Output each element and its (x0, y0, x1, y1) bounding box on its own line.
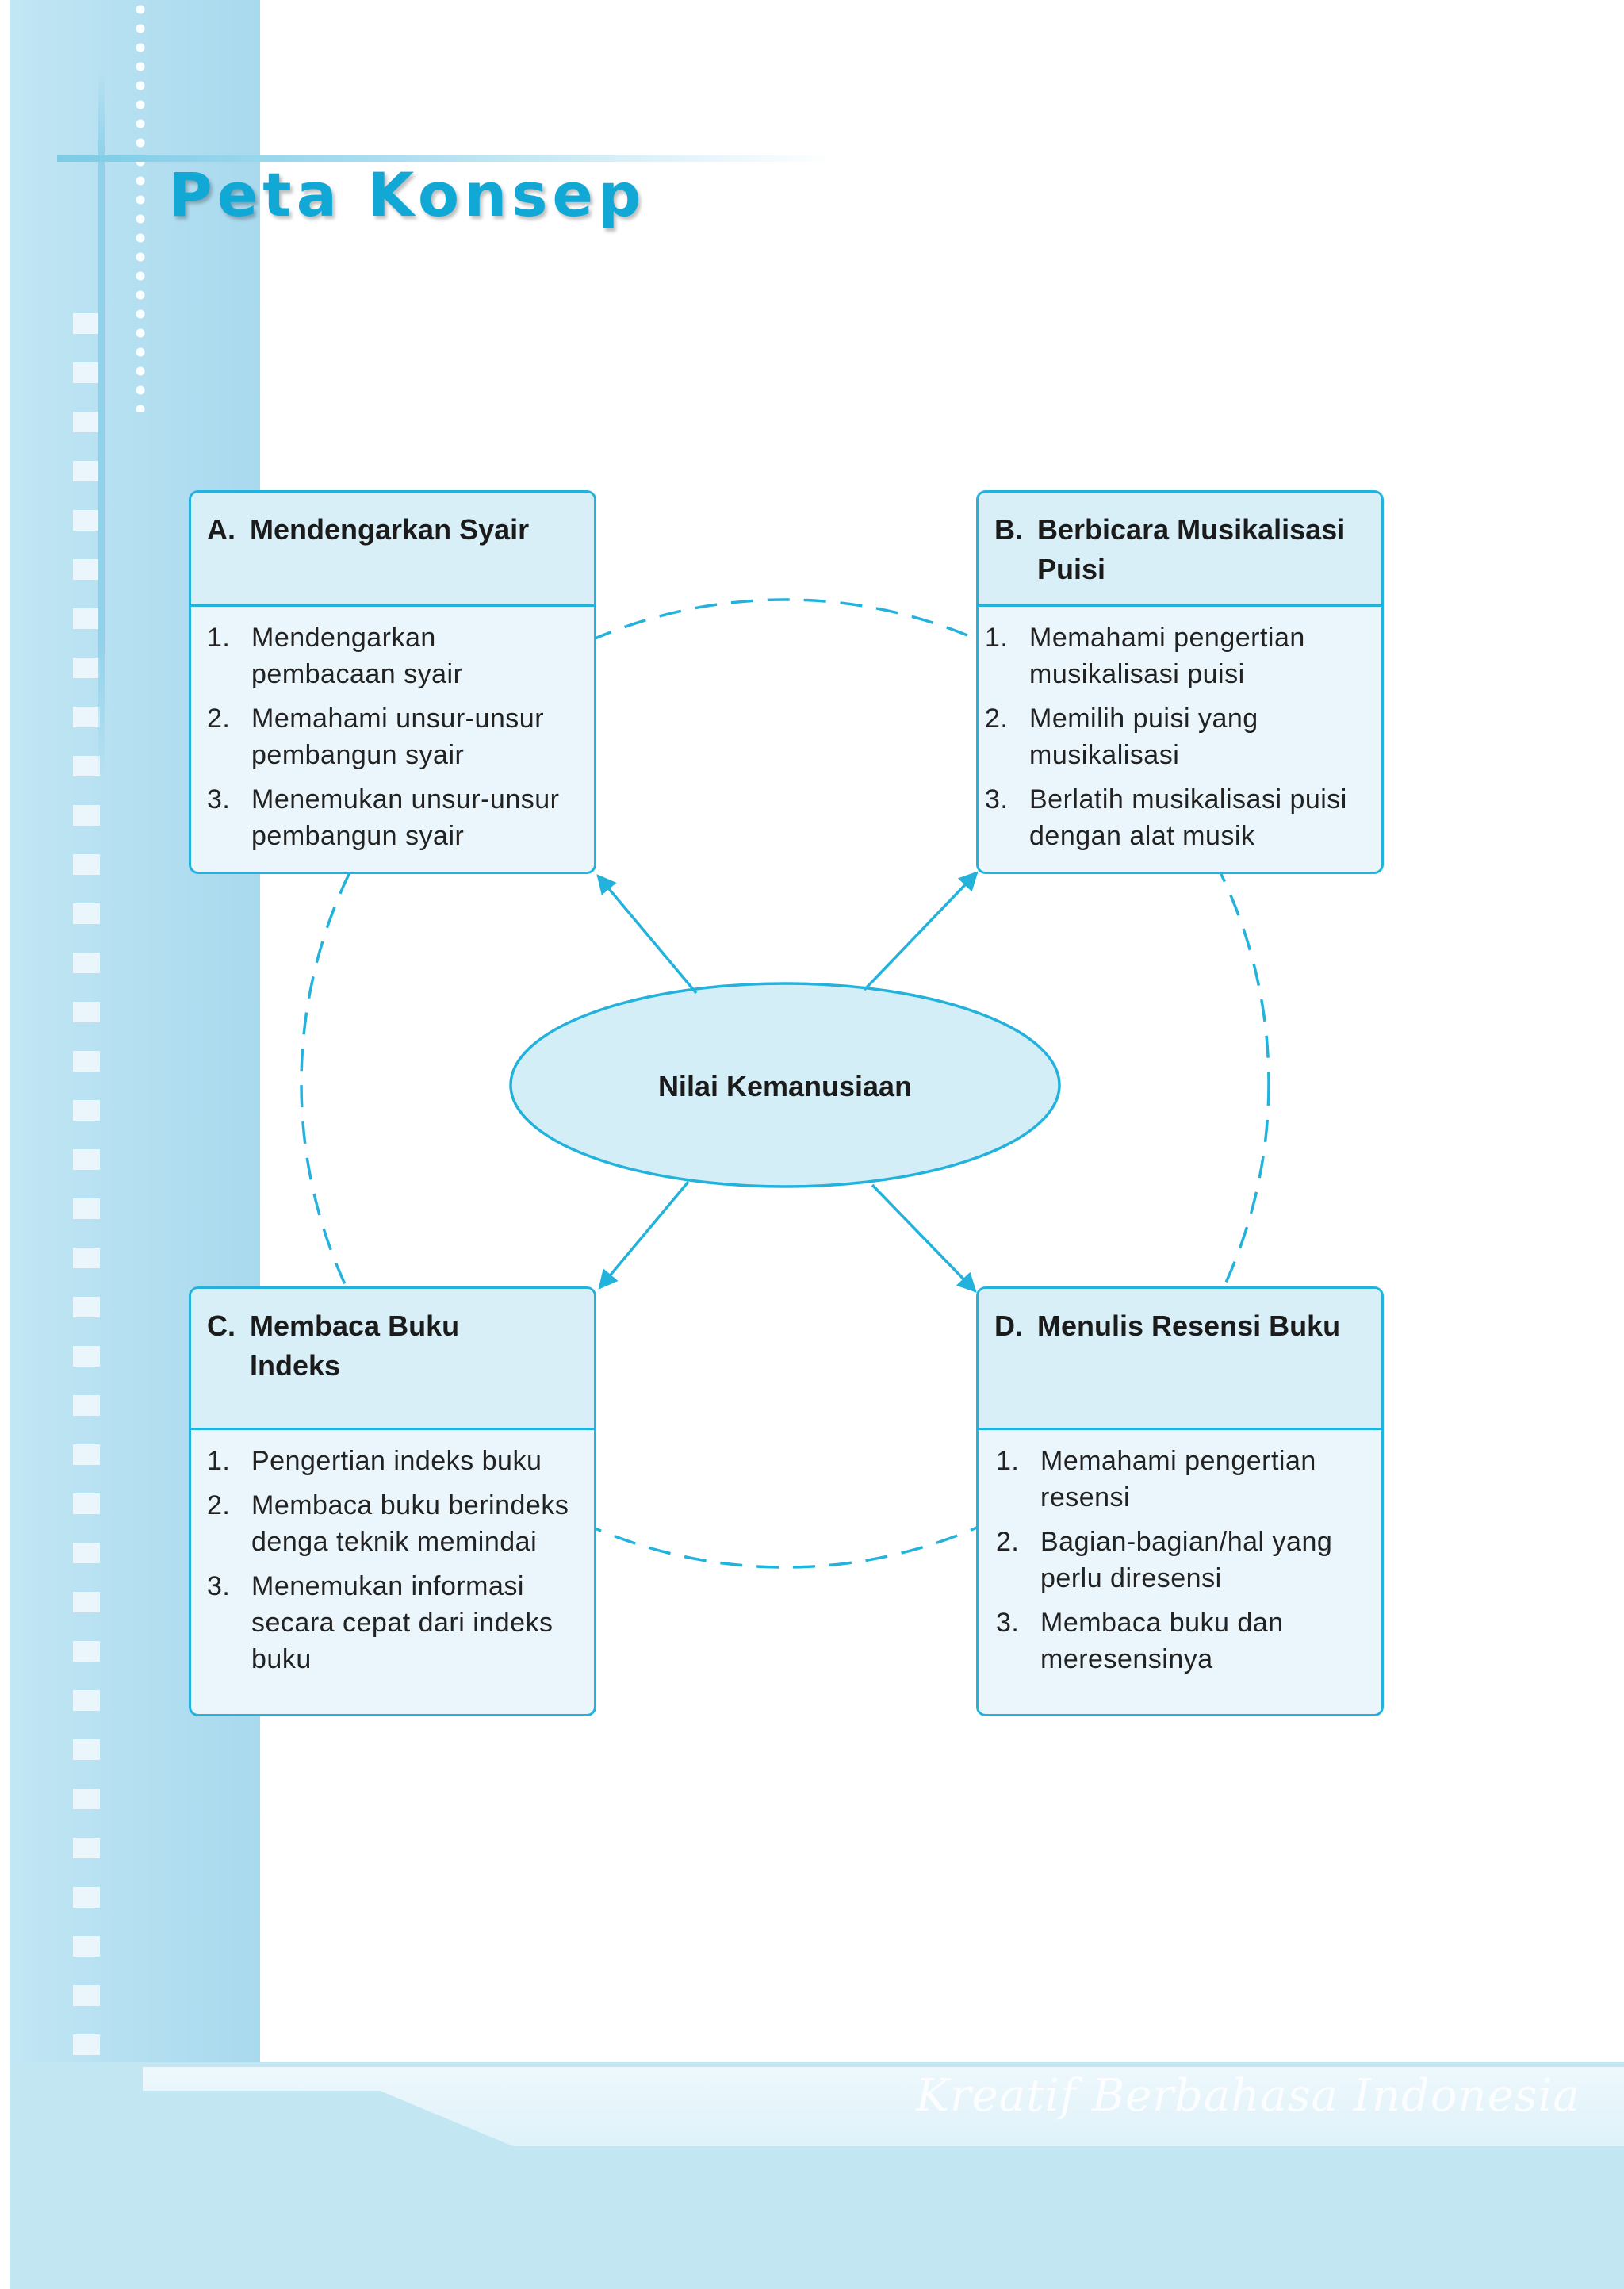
list-item: 3. Menemukan informasi secara cepat dari… (207, 1568, 586, 1677)
sidebar-dots (135, 0, 146, 412)
list-item: 2. Membaca buku berindeks denga teknik m… (207, 1487, 586, 1560)
center-node-label: Nilai Kemanusiaan (657, 1070, 913, 1102)
footer-book-title: Kreatif Berbahasa Indonesia (916, 2070, 1580, 2122)
arrow-to-box-c (598, 1180, 690, 1290)
item-number: 1. (207, 1446, 231, 1476)
list-item: 2. Memilih puisi yang musikalisasi (985, 700, 1373, 773)
list-item: 2. Memahami unsur-unsur pembangun syair (207, 700, 586, 773)
box-title: Membaca Buku Indeks (250, 1309, 460, 1382)
center-node-shape (509, 982, 1061, 1188)
item-text: Membaca buku berindeks denga teknik memi… (251, 1490, 569, 1557)
item-text: Menemukan informasi secara cepat dari in… (251, 1571, 553, 1674)
item-text: Memilih puisi yang musikalisasi (1029, 704, 1258, 770)
item-number: 3. (207, 1571, 231, 1601)
list-item: 3. Berlatih musikalisasi puisi dengan al… (985, 781, 1373, 854)
list-item: 3. Menemukan unsur-unsur pembangun syair (207, 781, 586, 854)
list-item: 2. Bagian-bagian/hal yang perlu diresens… (996, 1524, 1373, 1597)
item-number: 2. (996, 1527, 1020, 1557)
box-letter: C. (207, 1309, 236, 1342)
page-margin (0, 0, 10, 2289)
sidebar-squares (73, 313, 100, 2066)
title-horizontal-rule (57, 155, 834, 162)
item-number: 1. (207, 623, 231, 653)
list-item: 1. Memahami pengertian musikalisasi puis… (985, 619, 1373, 692)
box-title: Menulis Resensi Buku (1037, 1309, 1341, 1342)
item-text: Membaca buku dan meresensinya (1040, 1608, 1284, 1674)
arrow-to-box-a (596, 874, 698, 995)
title-vertical-rule (98, 71, 105, 777)
item-text: Berlatih musikalisasi puisi dengan alat … (1029, 784, 1347, 851)
item-text: Memahami unsur-unsur pembangun syair (251, 704, 545, 770)
box-header: B. Berbicara Musikalisasi Puisi (979, 493, 1381, 607)
item-number: 1. (996, 1446, 1020, 1476)
box-title: Berbicara Musikalisasi Puisi (1037, 513, 1346, 585)
concept-box-b: B. Berbicara Musikalisasi Puisi 1. Memah… (976, 490, 1384, 874)
list-item: 1. Pengertian indeks buku (207, 1443, 586, 1479)
arrow-to-box-d (871, 1183, 977, 1293)
sidebar-decoration (10, 0, 260, 2062)
item-number: 3. (985, 784, 1009, 815)
item-number: 2. (985, 704, 1009, 734)
item-text: Pengertian indeks buku (251, 1446, 542, 1476)
box-header: A. Mendengarkan Syair (191, 493, 594, 607)
concept-box-d: D. Menulis Resensi Buku 1. Memahami peng… (976, 1286, 1384, 1716)
item-number: 3. (996, 1608, 1020, 1638)
box-item-list: 1. Mendengarkan pembacaan syair 2. Memah… (191, 607, 594, 865)
list-item: 1. Memahami pengertian resensi (996, 1443, 1373, 1516)
item-text: Bagian-bagian/hal yang perlu diresensi (1040, 1527, 1333, 1593)
box-letter: A. (207, 513, 236, 546)
box-item-list: 1. Memahami pengertian resensi 2. Bagian… (979, 1430, 1381, 1689)
list-item: 3. Membaca buku dan meresensinya (996, 1605, 1373, 1677)
item-number: 2. (207, 704, 231, 734)
box-letter: B. (994, 513, 1023, 546)
box-title: Mendengarkan Syair (250, 513, 530, 546)
box-letter: D. (994, 1309, 1023, 1342)
item-text: Memahami pengertian resensi (1040, 1446, 1316, 1513)
arrow-to-box-b (863, 871, 979, 991)
box-header: C. Membaca Buku Indeks (191, 1289, 594, 1430)
page-title: Peta Konsep (168, 159, 646, 230)
box-item-list: 1. Memahami pengertian musikalisasi puis… (979, 607, 1381, 865)
item-text: Menemukan unsur-unsur pembangun syair (251, 784, 560, 851)
item-text: Mendengarkan pembacaan syair (251, 623, 463, 689)
box-item-list: 1. Pengertian indeks buku 2. Membaca buk… (191, 1430, 594, 1689)
list-item: 1. Mendengarkan pembacaan syair (207, 619, 586, 692)
box-header: D. Menulis Resensi Buku (979, 1289, 1381, 1430)
item-text: Memahami pengertian musikalisasi puisi (1029, 623, 1305, 689)
item-number: 2. (207, 1490, 231, 1520)
item-number: 1. (985, 623, 1009, 653)
concept-box-a: A. Mendengarkan Syair 1. Mendengarkan pe… (189, 490, 596, 874)
dashed-cycle-ring (300, 598, 1270, 1569)
concept-box-c: C. Membaca Buku Indeks 1. Pengertian ind… (189, 1286, 596, 1716)
item-number: 3. (207, 784, 231, 815)
